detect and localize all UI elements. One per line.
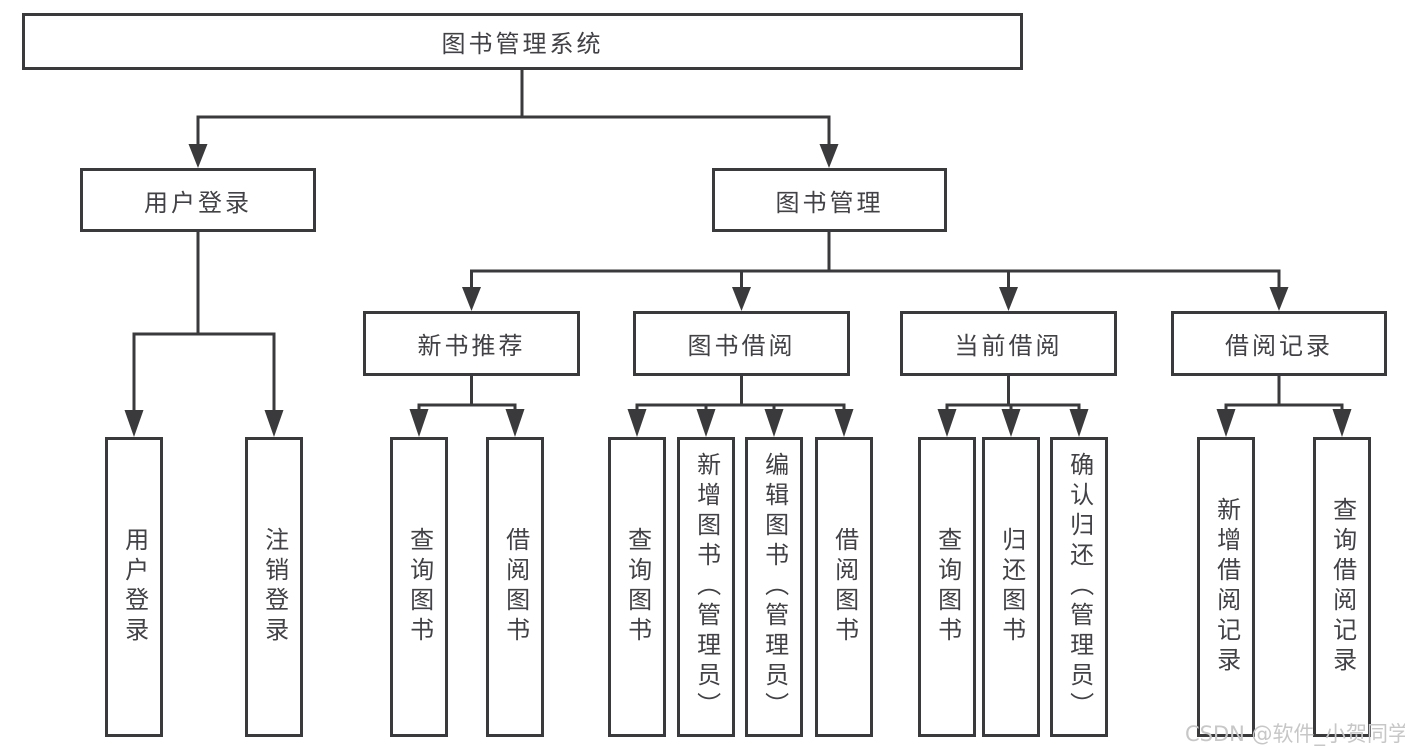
leaf-logout: 注销登录	[245, 437, 303, 737]
leaf-query-books-recommend: 查询图书	[390, 437, 448, 737]
arrow-down-icon	[264, 410, 284, 437]
arrow-down-icon	[462, 287, 481, 311]
node-user-login: 用户登录	[80, 168, 316, 232]
arrow-down-icon	[1001, 409, 1021, 437]
watermark: CSDN @软件_小贺同学	[1185, 722, 1405, 746]
arrow-down-icon	[188, 144, 208, 168]
leaf-query-books-current: 查询图书	[918, 437, 976, 737]
arrow-down-icon	[696, 409, 716, 437]
arrow-down-icon	[505, 409, 525, 437]
node-book-borrowing: 图书借阅	[633, 311, 850, 376]
connector-book-borrowing-children	[627, 376, 854, 437]
leaf-label: 查询图书	[405, 527, 434, 647]
leaf-label: 借阅图书	[830, 527, 859, 647]
arrow-down-icon	[999, 287, 1018, 311]
node-current-borrowing: 当前借阅	[900, 311, 1117, 376]
leaf-label: 新增图书（管理员）	[692, 452, 721, 722]
leaf-confirm-return-admin: 确认归还（管理员）	[1050, 437, 1108, 737]
arrow-down-icon	[1332, 409, 1352, 437]
leaf-label: 编辑图书（管理员）	[760, 452, 789, 722]
arrow-down-icon	[732, 287, 751, 311]
leaf-label: 用户登录	[120, 527, 149, 647]
connector-borrowing-records-children	[1216, 376, 1352, 437]
arrow-down-icon	[937, 409, 957, 437]
connector-current-borrowing-children	[937, 376, 1089, 437]
leaf-label: 确认归还（管理员）	[1065, 452, 1094, 722]
arrow-down-icon	[627, 409, 647, 437]
leaf-borrow-books-recommend: 借阅图书	[486, 437, 544, 737]
leaf-label: 归还图书	[997, 527, 1026, 647]
arrow-down-icon	[819, 144, 839, 168]
leaf-query-borrow-record: 查询借阅记录	[1313, 437, 1371, 737]
node-book-management: 图书管理	[712, 168, 947, 232]
leaf-add-book-admin: 新增图书（管理员）	[677, 437, 735, 737]
leaf-user-login: 用户登录	[105, 437, 163, 737]
connector-user-login-children	[124, 232, 284, 437]
connector-book-management-to-level3	[462, 232, 1289, 311]
leaf-label: 借阅图书	[501, 527, 530, 647]
leaf-label: 查询图书	[933, 527, 962, 647]
leaf-borrow-books-borrowing: 借阅图书	[815, 437, 873, 737]
connector-root-to-level2	[188, 70, 839, 168]
node-borrowing-records: 借阅记录	[1171, 311, 1387, 376]
leaf-label: 查询借阅记录	[1328, 497, 1357, 677]
arrow-down-icon	[409, 409, 429, 437]
node-library-management-system: 图书管理系统	[22, 13, 1023, 70]
arrow-down-icon	[1216, 409, 1236, 437]
leaf-label: 新增借阅记录	[1212, 497, 1241, 677]
leaf-query-books-borrowing: 查询图书	[608, 437, 666, 737]
leaf-return-book: 归还图书	[982, 437, 1040, 737]
connector-new-book-recommendation-children	[409, 376, 525, 437]
arrow-down-icon	[834, 409, 854, 437]
arrow-down-icon	[1269, 287, 1289, 311]
arrow-down-icon	[1069, 409, 1089, 437]
leaf-label: 注销登录	[260, 527, 289, 647]
arrow-down-icon	[764, 409, 784, 437]
leaf-add-borrow-record: 新增借阅记录	[1197, 437, 1255, 737]
leaf-edit-book-admin: 编辑图书（管理员）	[745, 437, 803, 737]
arrow-down-icon	[124, 410, 144, 437]
node-new-book-recommendation: 新书推荐	[363, 311, 580, 376]
leaf-label: 查询图书	[623, 527, 652, 647]
